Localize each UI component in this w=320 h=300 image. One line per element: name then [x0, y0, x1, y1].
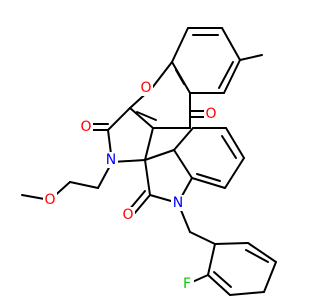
bond	[223, 59, 241, 94]
atom-o-methoxy-label: O	[44, 192, 55, 208]
atom-label-background	[139, 80, 153, 96]
bond	[144, 149, 175, 161]
bond	[196, 173, 221, 182]
atom-o-oxindole-label: O	[122, 207, 133, 223]
atom-n-oxindole: N	[171, 195, 185, 211]
bond	[136, 111, 157, 121]
bond	[189, 231, 216, 245]
bond	[207, 243, 216, 276]
atom-o-lactam-top-label: O	[80, 119, 91, 135]
atom-o-methoxy: O	[43, 192, 57, 208]
bond	[214, 242, 249, 245]
atom-label-background	[104, 152, 118, 168]
atom-o-ketone: O	[204, 106, 218, 122]
atom-label-background	[43, 192, 57, 208]
atom-o-lactam-top: O	[79, 119, 93, 135]
atom-label-background	[180, 276, 194, 292]
bond	[247, 242, 277, 263]
atom-o-ring: O	[139, 80, 153, 96]
atom-o-ring-label: O	[140, 80, 151, 96]
atom-o-oxindole: O	[121, 207, 135, 223]
bond	[144, 127, 154, 161]
bond	[129, 107, 154, 129]
bond	[173, 149, 193, 179]
atom-label-background	[171, 195, 185, 211]
atom-n-oxindole-label: N	[173, 195, 183, 211]
bond	[218, 61, 234, 89]
bond	[213, 271, 232, 288]
atom-f-aryl-label: F	[183, 276, 191, 292]
bond	[133, 194, 151, 215]
bond	[69, 181, 99, 189]
atom-label-background	[79, 119, 93, 135]
bond	[225, 127, 245, 159]
bond	[245, 249, 269, 263]
atom-o-ketone-label: O	[205, 106, 216, 122]
molecule-structure-diagram: O O O N O O N F	[21, 27, 277, 296]
bond	[151, 61, 173, 89]
bond	[173, 127, 194, 151]
atom-label-layer: O O O N O O N F	[43, 80, 218, 292]
bond	[175, 69, 185, 85]
bond	[207, 274, 231, 296]
bond-layer	[21, 27, 277, 296]
bond	[229, 291, 265, 296]
bond	[221, 27, 241, 61]
atom-label-background	[204, 106, 218, 122]
bond	[144, 159, 151, 196]
bond	[128, 190, 146, 211]
bond	[191, 177, 226, 189]
atom-n-pyrrolidinone: N	[104, 152, 118, 168]
bond	[171, 27, 189, 63]
atom-label-background	[121, 207, 135, 223]
atom-n-pyrrolidinone-label: N	[106, 152, 116, 168]
bond	[221, 135, 237, 159]
bond	[263, 261, 277, 293]
atom-f-aryl: F	[180, 276, 194, 292]
bond	[224, 157, 245, 189]
bond	[107, 107, 131, 131]
bond	[239, 54, 263, 61]
